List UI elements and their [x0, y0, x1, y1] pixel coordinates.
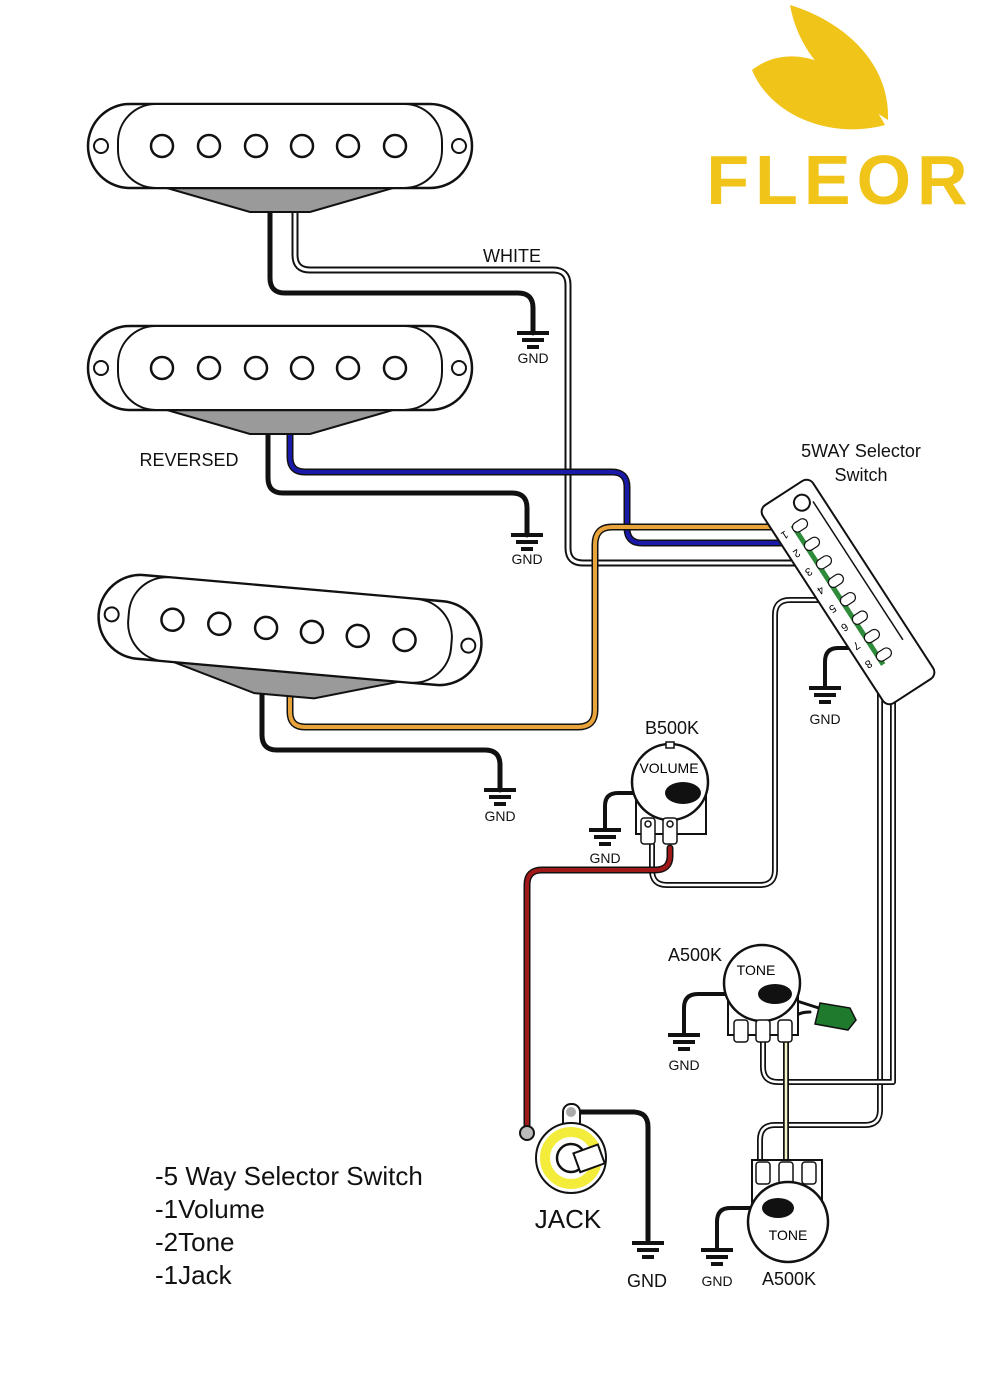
switch-lug-number: 2 [790, 546, 802, 559]
switch-lug-number: 6 [838, 620, 850, 633]
pickup-neck [86, 102, 474, 214]
parts-list-item: -2Tone [155, 1227, 235, 1257]
logo-text: FLEOR [706, 141, 973, 219]
wire-switch-volume [649, 597, 861, 888]
label-volume-value: B500K [645, 718, 699, 738]
svg-text:GND: GND [589, 850, 620, 866]
wire-pickup2-blue [286, 421, 826, 547]
tone-pot-2: TONE A500K [746, 1159, 830, 1289]
label-white: WHITE [483, 246, 541, 266]
fleor-logo: FLEOR [706, 5, 973, 219]
label-tone1-value: A500K [668, 945, 722, 965]
wire-jack-ground [569, 1109, 651, 1243]
parts-list-item: -1Jack [155, 1260, 233, 1290]
pickup-middle [86, 324, 474, 436]
label-switch-subtitle: Switch [834, 465, 887, 485]
switch-lug [851, 610, 869, 625]
pot-solder-blob [665, 782, 701, 804]
ground-symbol: GND [666, 1033, 702, 1073]
svg-text:GND: GND [484, 808, 515, 824]
wire-volume-ground [603, 791, 685, 832]
wire-pickup3-orange [286, 523, 826, 731]
switch-lug [815, 555, 833, 570]
switch-lug [791, 518, 809, 533]
wire-pickup1-white [291, 201, 839, 567]
wire-pickup2-black [265, 427, 530, 538]
parts-list-item: -5 Way Selector Switch [155, 1161, 423, 1191]
ground-symbol: GND [587, 828, 623, 866]
ground-symbol: GND [807, 686, 843, 727]
wire-tone1-ground [682, 992, 777, 1037]
label-tone2: TONE [769, 1227, 808, 1243]
ground-symbol: GND [509, 533, 545, 567]
switch-lug [827, 573, 845, 588]
parts-list: -5 Way Selector Switch -1Volume -2Tone -… [155, 1161, 423, 1290]
wire-pickup3-black [259, 692, 503, 793]
label-tone1: TONE [737, 962, 776, 978]
wire-tone2-ground [715, 1206, 780, 1252]
svg-text:GND: GND [511, 551, 542, 567]
wire-switch-tone1 [760, 642, 896, 1085]
ground-symbol: GND [627, 1241, 667, 1291]
wire-volume-jack-red [523, 844, 674, 1134]
wire-pickup1-black [267, 202, 536, 336]
svg-text:GND: GND [809, 711, 840, 727]
ground-symbol: GND [699, 1248, 735, 1289]
switch-lug [863, 628, 880, 644]
switch-lug-number: 4 [814, 583, 826, 596]
label-tone2-value: A500K [762, 1269, 816, 1289]
switch-lug [803, 536, 821, 552]
ground-symbol: GND [482, 788, 518, 824]
tone-pot-1: A500K TONE [668, 943, 857, 1043]
wires [259, 201, 896, 1252]
label-reversed: REVERSED [139, 450, 238, 470]
pickup-bridge [91, 570, 487, 714]
label-volume: VOLUME [639, 760, 698, 776]
wire-switch-tone2 [757, 632, 883, 1165]
label-switch-title: 5WAY Selector [801, 441, 921, 461]
switch-lug-number: 7 [850, 638, 862, 651]
capacitor [814, 1002, 857, 1031]
svg-text:GND: GND [517, 350, 548, 366]
output-jack: JACK [519, 1103, 607, 1234]
switch-lug-number: 8 [862, 657, 874, 670]
svg-text:GND: GND [701, 1273, 732, 1289]
parts-list-item: -1Volume [155, 1194, 265, 1224]
ground-symbol: GND [515, 331, 551, 366]
svg-text:GND: GND [627, 1271, 667, 1291]
svg-text:GND: GND [668, 1057, 699, 1073]
switch-lug-number: 3 [802, 565, 814, 578]
switch-lug [839, 591, 857, 607]
switch-lug-number: 5 [826, 601, 838, 614]
wire-switch-ground [823, 646, 872, 690]
volume-pot: B500K VOLUME [630, 718, 710, 845]
switch-lug-number: 1 [779, 528, 791, 541]
switch-lug [875, 647, 892, 662]
label-jack: JACK [535, 1204, 602, 1234]
